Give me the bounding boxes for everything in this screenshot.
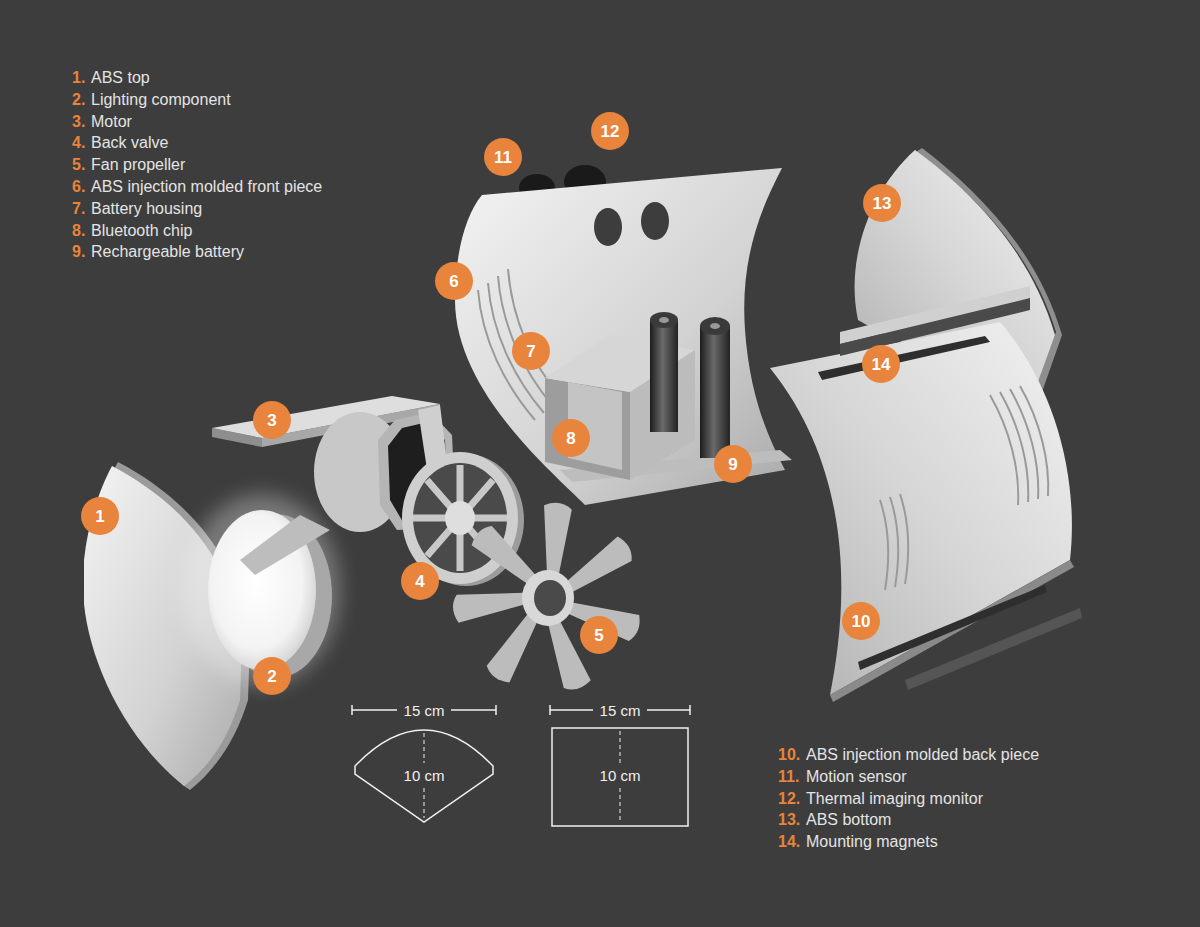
- part-number: 9.: [72, 242, 85, 261]
- lighting-component: [184, 494, 340, 686]
- part-name: ABS injection molded front piece: [91, 177, 322, 196]
- part-name: Back valve: [91, 133, 168, 152]
- dimension-label: 15 cm: [384, 701, 464, 720]
- part-name: ABS top: [91, 68, 150, 87]
- callout-number: 6: [435, 262, 473, 300]
- part-name: ABS injection molded back piece: [806, 745, 1039, 764]
- back-piece-shape: [858, 585, 1047, 670]
- part-name: ABS bottom: [806, 810, 891, 829]
- callout-number: 11: [484, 138, 522, 176]
- part-number: 1.: [72, 68, 85, 87]
- fan-propeller: [451, 502, 642, 694]
- rechargeable-battery-shape: [650, 312, 678, 328]
- dimension-label: 15 cm: [580, 701, 660, 720]
- back-piece-shape-shape: [1020, 386, 1048, 496]
- back-piece-shape-shape: [1010, 389, 1038, 499]
- callout-number: 2: [253, 657, 291, 695]
- part-number: 12.: [778, 789, 800, 808]
- dimension-drawing-shape: [552, 728, 688, 826]
- rechargeable-battery-shape: [710, 323, 720, 329]
- callout-number: 4: [401, 562, 439, 600]
- part-name: Motion sensor: [806, 767, 907, 786]
- battery-housing-shape: [545, 378, 630, 480]
- back-piece-shape-shape: [990, 395, 1018, 505]
- part-name: Thermal imaging monitor: [806, 789, 983, 808]
- dimension-drawing-shape: [620, 731, 621, 763]
- rechargeable-battery-shape: [700, 317, 730, 335]
- callout-number: 14: [862, 345, 900, 383]
- part-name: Lighting component: [91, 90, 231, 109]
- motor-shape: [240, 515, 330, 575]
- mounting-magnets: [840, 286, 1030, 356]
- back-piece: [770, 322, 1082, 702]
- back-valve-shape: [445, 501, 475, 535]
- front-piece-shape: [641, 202, 669, 240]
- part-number: 13.: [778, 810, 800, 829]
- callout-number: 5: [580, 616, 618, 654]
- rechargeable-battery: [650, 312, 730, 458]
- part-number: 14.: [778, 832, 800, 851]
- part-number: 6.: [72, 177, 85, 196]
- part-name: Motor: [91, 112, 132, 131]
- back-piece-shape: [880, 386, 1048, 590]
- dimension-drawing-shape: [495, 705, 497, 715]
- rechargeable-battery-shape: [659, 317, 669, 323]
- callout-number: 9: [714, 445, 752, 483]
- rechargeable-battery-shape: [650, 320, 678, 432]
- dimension-drawing-shape: [351, 705, 353, 715]
- dimension-label: 10 cm: [384, 766, 464, 785]
- dimension-drawing-shape: [352, 709, 397, 711]
- part-number: 11.: [778, 767, 799, 786]
- front-piece-shape: [594, 208, 622, 246]
- dimension-drawing-shape: [355, 730, 493, 822]
- dimension-drawing: [352, 705, 690, 826]
- part-number: 2.: [72, 90, 85, 109]
- part-name: Mounting magnets: [806, 832, 938, 851]
- part-number: 7.: [72, 199, 85, 218]
- part-number: 5.: [72, 155, 85, 174]
- back-piece-shape-shape: [890, 497, 898, 587]
- fan-propeller-shape: [534, 580, 566, 616]
- dimension-drawing-shape: [451, 709, 496, 711]
- callout-number: 10: [842, 602, 880, 640]
- callout-number: 1: [81, 497, 119, 535]
- dimension-drawing-shape: [647, 709, 690, 711]
- front-piece-shape: [455, 168, 785, 505]
- part-number: 3.: [72, 112, 85, 131]
- back-piece-shape: [905, 608, 1082, 690]
- dimension-label: 10 cm: [580, 766, 660, 785]
- rechargeable-battery-shape: [700, 326, 730, 458]
- part-name: Rechargeable battery: [91, 242, 244, 261]
- part-name: Bluetooth chip: [91, 221, 192, 240]
- back-piece-shape-shape: [1000, 392, 1028, 502]
- part-number: 10.: [778, 745, 800, 764]
- dimension-drawing-shape: [424, 788, 425, 818]
- back-piece-shape-shape: [880, 500, 888, 590]
- dimension-drawing-shape: [689, 705, 691, 715]
- lighting-component-shape: [184, 494, 340, 686]
- dimension-drawing-shape: [549, 705, 551, 715]
- callout-number: 8: [552, 419, 590, 457]
- fan-propeller-shape: [522, 570, 574, 626]
- part-name: Fan propeller: [91, 155, 185, 174]
- dimension-drawing-shape: [424, 733, 425, 763]
- part-number: 8.: [72, 221, 85, 240]
- front-piece: [455, 168, 792, 505]
- part-number: 4.: [72, 133, 85, 152]
- back-piece-shape-shape: [900, 494, 908, 584]
- callout-number: 3: [253, 401, 291, 439]
- callout-number: 7: [512, 332, 550, 370]
- part-name: Battery housing: [91, 199, 202, 218]
- dimension-drawing-shape: [550, 709, 593, 711]
- dimension-drawing-shape: [620, 788, 621, 822]
- mounting-magnets-shape: [840, 298, 1030, 356]
- callout-number: 12: [591, 112, 629, 150]
- callout-number: 13: [863, 184, 901, 222]
- front-piece-shape-shape: [498, 276, 553, 406]
